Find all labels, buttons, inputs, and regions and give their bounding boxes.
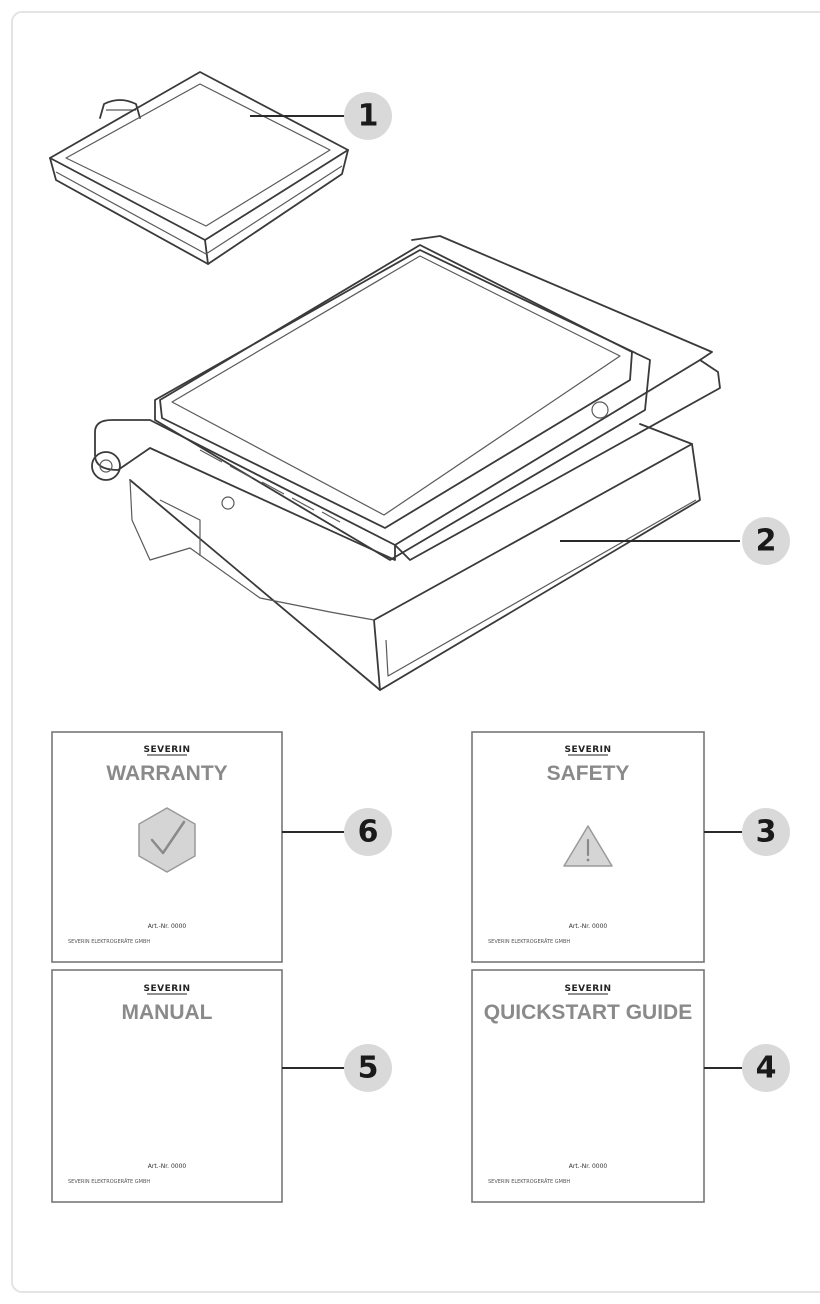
callout-6: 6 bbox=[344, 808, 392, 856]
callout-number: 1 bbox=[358, 99, 379, 134]
callout-number: 5 bbox=[358, 1051, 379, 1086]
manual-art-no: Art.-Nr. 0000 bbox=[148, 1163, 187, 1170]
warranty-title: WARRANTY bbox=[106, 762, 227, 785]
callout-2: 2 bbox=[742, 517, 790, 565]
safety-title: SAFETY bbox=[547, 762, 630, 785]
warning-triangle-icon bbox=[563, 825, 613, 867]
vent-slots bbox=[199, 449, 341, 523]
side-button-icon bbox=[221, 496, 235, 510]
quickstart-art-no: Art.-Nr. 0000 bbox=[569, 1163, 608, 1170]
callout-5: 5 bbox=[344, 1044, 392, 1092]
warranty-footer: SEVERIN ELEKTROGERÄTE GMBH bbox=[68, 938, 150, 945]
warranty-brand: SEVERIN bbox=[143, 745, 190, 755]
callout-1: 1 bbox=[344, 92, 392, 140]
quickstart-booklet: SEVERIN QUICKSTART GUIDE Art.-Nr. 0000 S… bbox=[471, 969, 705, 1203]
safety-art-no: Art.-Nr. 0000 bbox=[569, 923, 608, 930]
manual-footer: SEVERIN ELEKTROGERÄTE GMBH bbox=[68, 1178, 150, 1185]
side-knob-icon bbox=[591, 401, 609, 419]
callout-3: 3 bbox=[742, 808, 790, 856]
warranty-booklet: SEVERIN WARRANTY Art.-Nr. 0000 SEVERIN E… bbox=[51, 731, 283, 963]
manual-booklet: SEVERIN MANUAL Art.-Nr. 0000 SEVERIN ELE… bbox=[51, 969, 283, 1203]
grill-tray-drawing bbox=[49, 71, 349, 265]
contact-grill-drawing bbox=[91, 235, 721, 691]
safety-footer: SEVERIN ELEKTROGERÄTE GMBH bbox=[488, 938, 570, 945]
callout-number: 2 bbox=[756, 524, 777, 559]
safety-booklet: SEVERIN SAFETY Art.-Nr. 0000 SEVERIN ELE… bbox=[471, 731, 705, 963]
quickstart-footer: SEVERIN ELEKTROGERÄTE GMBH bbox=[488, 1178, 570, 1185]
callout-number: 3 bbox=[756, 815, 777, 850]
quickstart-title: QUICKSTART GUIDE bbox=[484, 1001, 692, 1024]
manual-brand: SEVERIN bbox=[143, 984, 190, 994]
callout-number: 6 bbox=[358, 815, 379, 850]
hexagon-checkmark-icon bbox=[138, 807, 196, 873]
warranty-art-no: Art.-Nr. 0000 bbox=[148, 923, 187, 930]
callout-number: 4 bbox=[756, 1051, 777, 1086]
manual-title: MANUAL bbox=[122, 1001, 213, 1024]
callout-4: 4 bbox=[742, 1044, 790, 1092]
quickstart-brand: SEVERIN bbox=[564, 984, 611, 994]
safety-brand: SEVERIN bbox=[564, 745, 611, 755]
hinge-icon bbox=[91, 451, 121, 481]
